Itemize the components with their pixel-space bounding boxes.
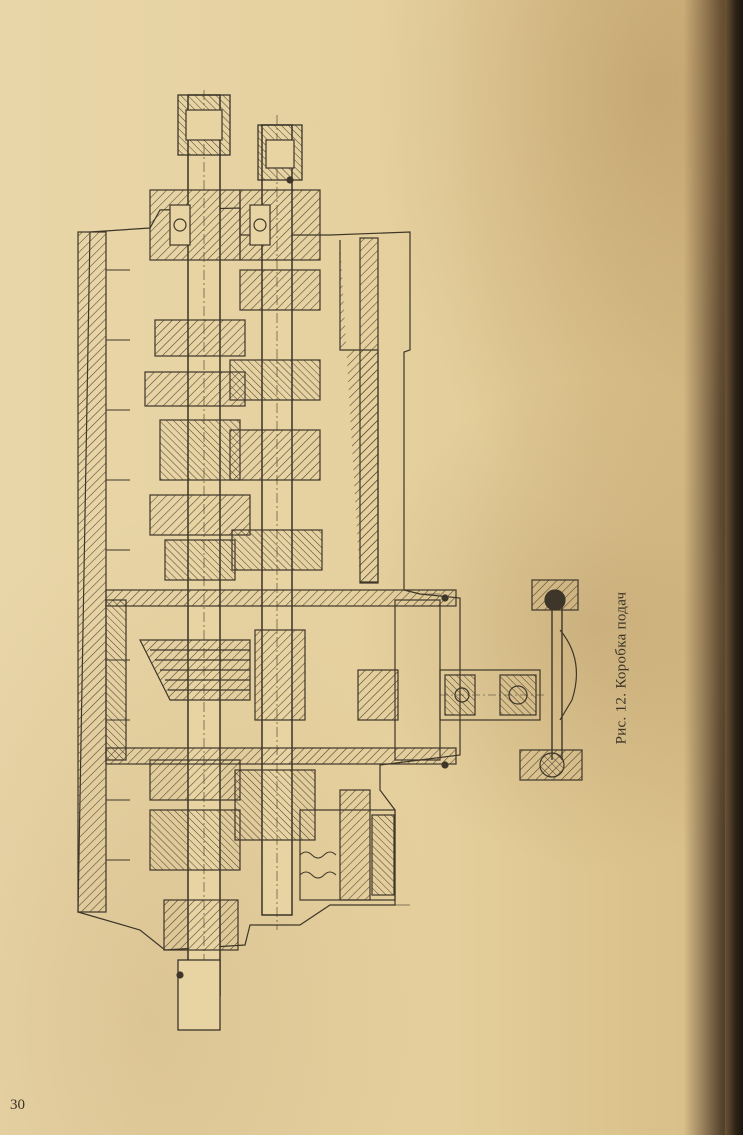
housing-left-wall: [77, 231, 107, 913]
figure-caption: Рис. 12. Коробка подач: [613, 591, 630, 745]
lever-rod: [519, 579, 583, 781]
side-gear-unit: [357, 599, 545, 761]
book-binding-edge: [725, 0, 743, 1135]
cone-pulley: [139, 639, 251, 701]
lower-shaft-gears: [229, 269, 323, 841]
clutch-assembly: [299, 789, 396, 901]
page-number: 30: [10, 1097, 25, 1113]
